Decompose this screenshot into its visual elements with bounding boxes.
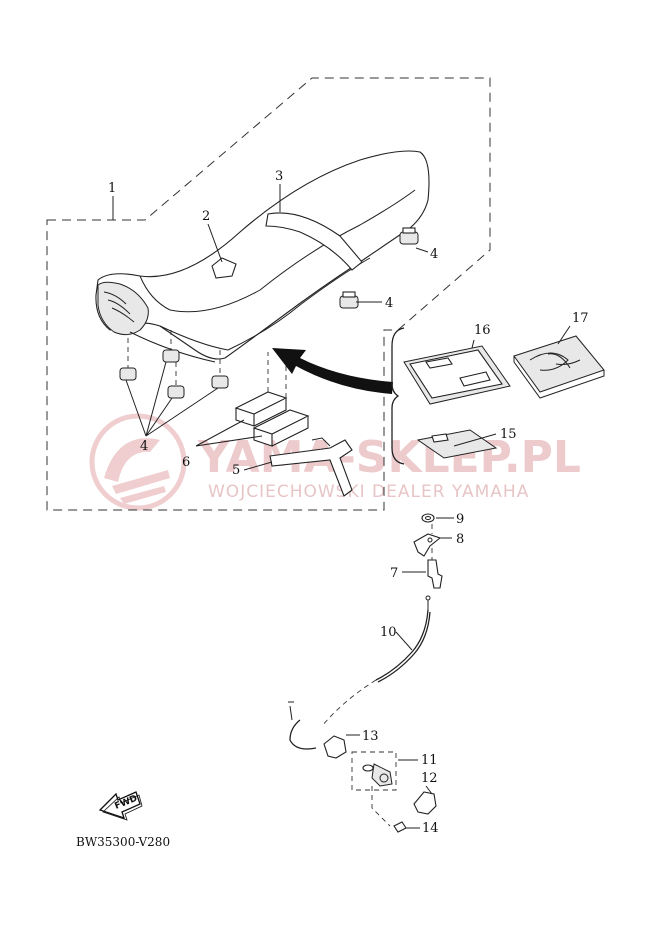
- assembly-boundary: [46, 77, 491, 511]
- seat-lock-hook: [427, 559, 443, 589]
- callout-4-rear-mid: 4: [385, 296, 393, 311]
- callout-10: 10: [380, 625, 397, 640]
- damper-rubbers: [119, 227, 419, 399]
- callout-9: 9: [456, 512, 464, 527]
- watermark-logo-icon: [89, 413, 187, 511]
- damper-front-4: [211, 375, 229, 389]
- damper-front-2: [162, 349, 180, 363]
- nut: [421, 513, 435, 523]
- callout-6: 6: [182, 455, 190, 470]
- diagram-code: BW35300-V280: [76, 835, 170, 849]
- seat-lock: [362, 763, 393, 787]
- watermark-dealer: WOJCIECHOWSKI DEALER YAMAHA: [208, 482, 529, 502]
- callout-11: 11: [421, 753, 438, 768]
- damper-rear-mid: [339, 291, 359, 309]
- seat-bracket: [269, 439, 353, 497]
- manual-group-bracket: [391, 327, 405, 465]
- lock-bracket: [413, 533, 442, 557]
- callout-14: 14: [422, 821, 439, 836]
- manual-envelope: [403, 345, 511, 405]
- callout-3: 3: [275, 169, 283, 184]
- seat-lock-cable: [288, 595, 431, 750]
- callout-17: 17: [572, 311, 589, 326]
- manual-book: [513, 335, 605, 399]
- callout-12: 12: [421, 771, 438, 786]
- callout-4-rear-top: 4: [430, 247, 438, 262]
- fwd-arrow-icon: FWD: [98, 791, 143, 821]
- callouts: 1 2 3 4 4 4 5 6 7 8 9 10 11 12 13 14 15 …: [108, 169, 589, 836]
- lock-assembly-boundary: [351, 751, 397, 791]
- callout-2: 2: [202, 209, 210, 224]
- leader-lines: [112, 184, 571, 829]
- direction-arrow: [272, 348, 393, 394]
- seat: [95, 150, 430, 363]
- pads: [234, 350, 310, 447]
- callout-16: 16: [474, 323, 491, 338]
- callout-7: 7: [390, 566, 398, 581]
- callout-1: 1: [108, 181, 116, 196]
- damper-front-1: [119, 367, 137, 381]
- lock-cover: [413, 791, 437, 815]
- callout-8: 8: [456, 532, 464, 547]
- callout-5: 5: [232, 463, 240, 478]
- callout-13: 13: [362, 729, 379, 744]
- callout-15: 15: [500, 427, 517, 442]
- bolt: [393, 821, 407, 833]
- cable-clamp: [323, 735, 347, 759]
- damper-rear-top: [399, 227, 419, 245]
- callout-4-front: 4: [140, 439, 148, 454]
- damper-front-3: [167, 385, 185, 399]
